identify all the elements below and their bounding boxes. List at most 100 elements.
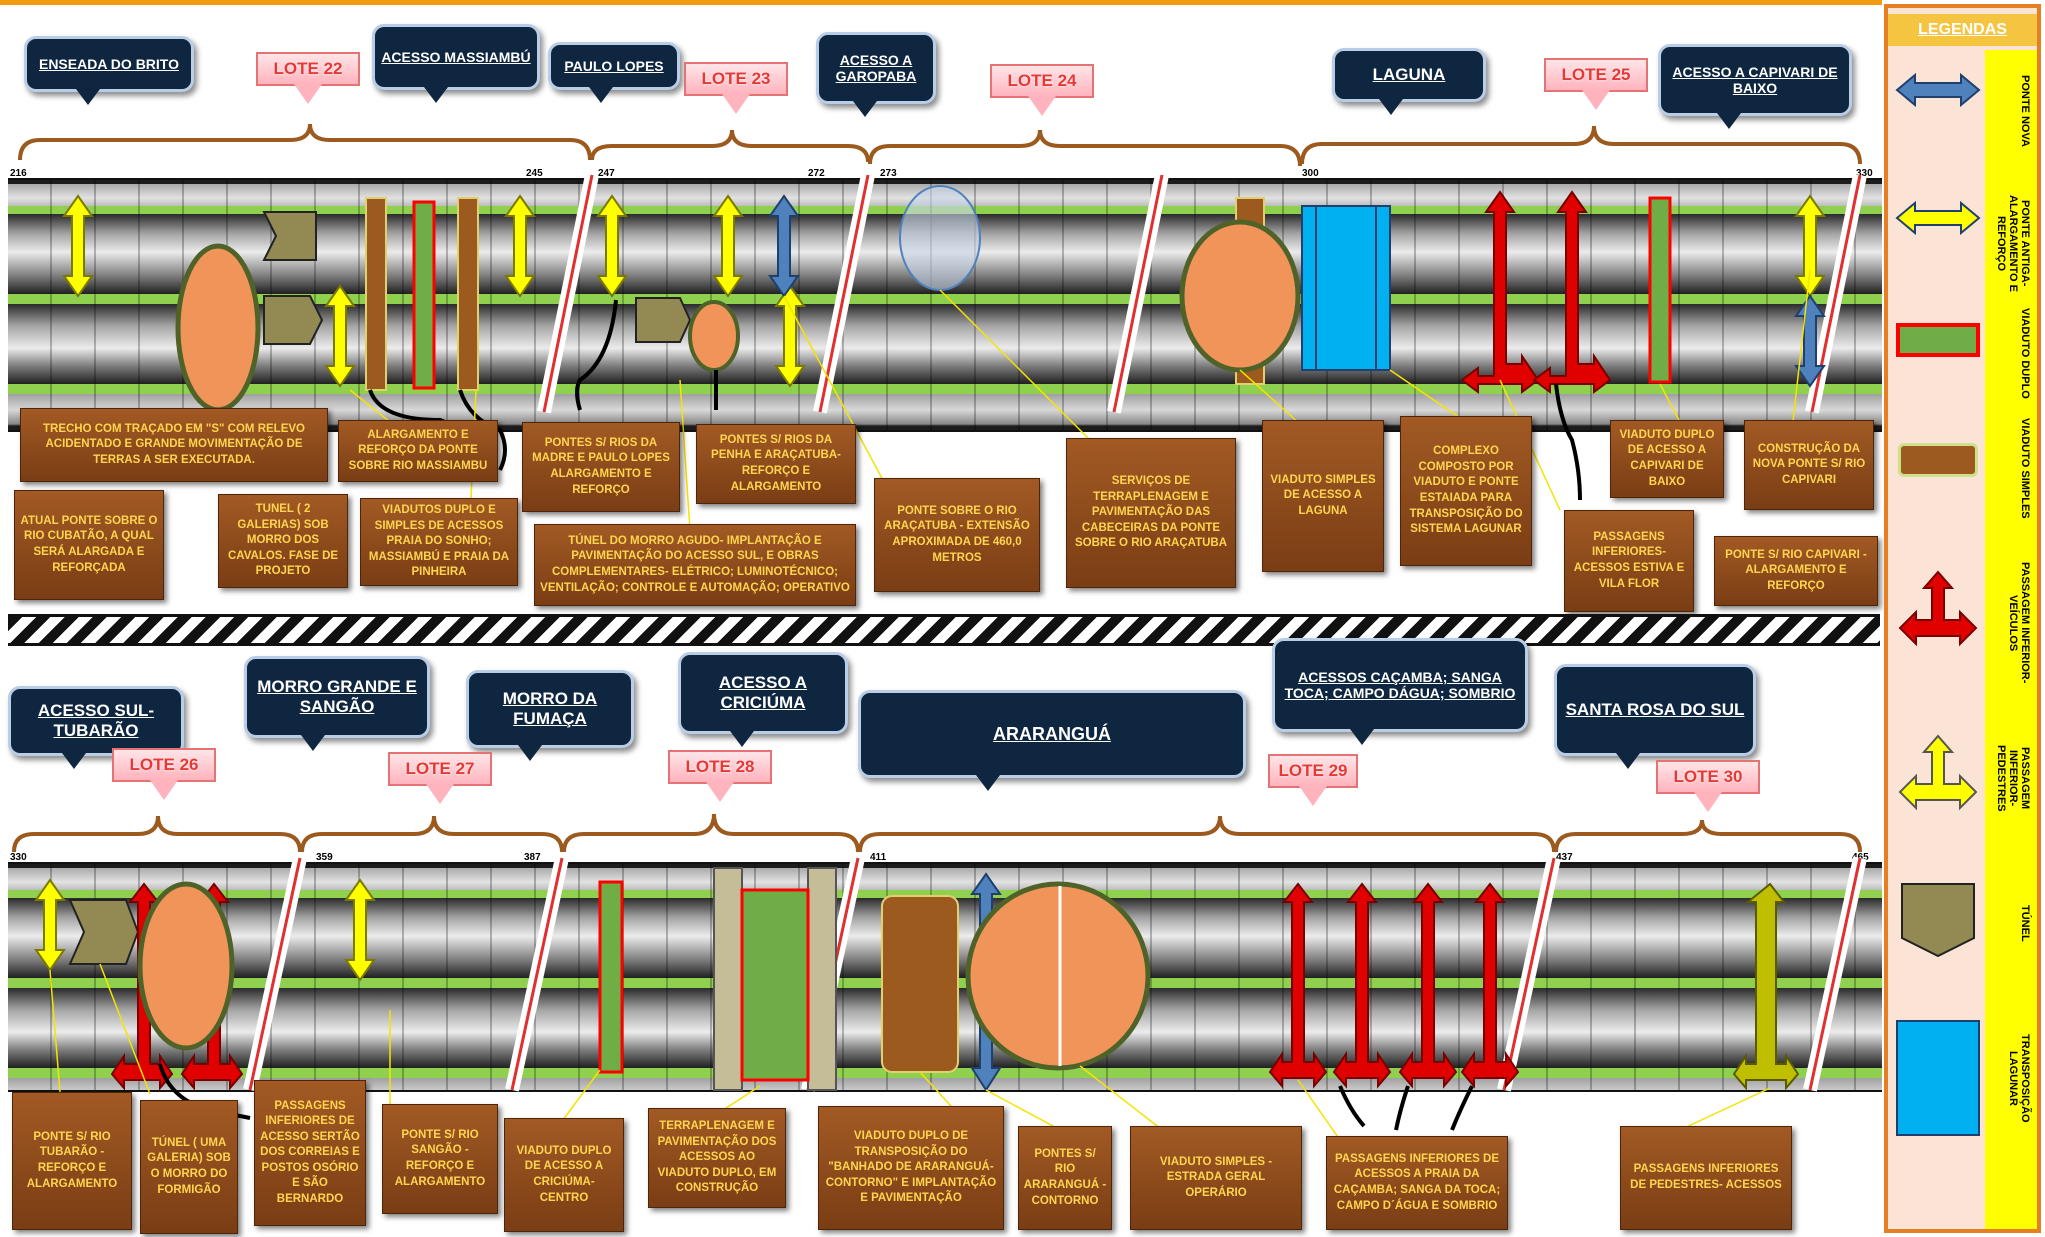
note-access-viaducts: VIADUTOS DUPLO E SIMPLES DE ACESSOS PRAI… — [360, 498, 518, 586]
lote-22: LOTE 22 — [256, 52, 360, 104]
callout-criciuma: ACESSO A CRICIÚMA — [678, 652, 848, 747]
note-formigao-tunnel: TÚNEL ( UMA GALERIA) SOB O MORRO DO FORM… — [140, 1100, 238, 1234]
pointer-arrow — [1554, 383, 1582, 501]
note-capivari-viaduct: VIADUTO DUPLO DE ACESSO A CAPIVARI DE BA… — [1610, 420, 1724, 498]
lote-30-brace — [1554, 819, 1862, 853]
legend-double-viaduct-symbol — [1894, 320, 1982, 360]
note-operario-viaduct: VIADUTO SIMPLES - ESTRADA GERAL OPERÁRIO — [1130, 1126, 1302, 1230]
lote-27: LOTE 27 — [388, 752, 492, 804]
viaduct-double — [412, 200, 436, 390]
note-aracatuba-bridge: PONTE SOBRE O RIO ARAÇATUBA - EXTENSÃO A… — [874, 478, 1040, 592]
note-lagoon-complex: COMPLEXO COMPOSTO POR VIADUTO E PONTE ES… — [1400, 416, 1532, 566]
lote-24: LOTE 24 — [990, 64, 1094, 116]
lote-28-brace — [562, 813, 860, 853]
km-label: 273 — [880, 168, 897, 179]
callout-garopaba: ACESSO A GAROPABA — [816, 32, 936, 117]
note-capivari-bridge-old: PONTE S/ RIO CAPIVARI - ALARGAMENTO E RE… — [1714, 536, 1878, 606]
vehicle-underpass — [1398, 882, 1458, 1089]
note-ararangua-bridges: PONTES S/ RIO ARARANGUÁ - CONTORNO — [1018, 1126, 1112, 1230]
survey-area — [899, 185, 981, 291]
km-label: 330 — [10, 852, 27, 863]
top-overlay — [18, 123, 1867, 531]
callout-tubarao: ACESSO SUL- TUBARÃO — [8, 686, 184, 769]
bottom-overlay — [12, 813, 1867, 1141]
tunnel-shape — [635, 297, 692, 343]
viaduct-simple — [457, 197, 479, 391]
km-label: 272 — [808, 168, 825, 179]
note-headland-works: SERVIÇOS DE TERRAPLENAGEM E PAVIMENTAÇÃO… — [1066, 438, 1236, 588]
callout-paulo-lopes: PAULO LOPES — [548, 42, 680, 103]
note-morro-cavalos-tunnel: TUNEL ( 2 GALERIAS) SOB MORRO DOS CAVALO… — [218, 494, 348, 588]
tunnel-shape — [68, 899, 140, 965]
lote-25-brace — [1300, 125, 1862, 165]
lote-25: LOTE 25 — [1544, 58, 1648, 110]
note-new-capivari-bridge: CONSTRUÇÃO DA NOVA PONTE S/ RIO CAPIVARI — [1744, 420, 1874, 510]
viaduct-double — [598, 880, 624, 1074]
earthworks-area — [1179, 219, 1301, 373]
old-bridge-arrow — [712, 194, 744, 298]
note-laguna-viaduct: VIADUTO SIMPLES DE ACESSO A LAGUNA — [1262, 420, 1384, 572]
lote-23-brace — [590, 129, 870, 163]
viaduct-double — [1648, 196, 1672, 384]
lote-29: LOTE 29 — [1268, 754, 1358, 806]
section-break — [248, 857, 302, 1091]
new-bridge-arrow — [768, 194, 800, 298]
viaduct-simple — [365, 197, 387, 391]
lote-23: LOTE 23 — [684, 62, 788, 114]
km-label: 387 — [524, 852, 541, 863]
callout-cacamba: ACESSOS CAÇAMBA; SANGA TOCA; CAMPO DÁGUA… — [1272, 638, 1528, 745]
section-break — [1808, 857, 1862, 1091]
pointer-arrow — [1394, 1085, 1410, 1131]
lote-22-brace — [18, 123, 592, 161]
old-bridge-arrow — [596, 194, 628, 298]
earthworks-area — [137, 881, 235, 1051]
vehicle-underpass — [1460, 190, 1540, 394]
earthworks-area — [688, 300, 740, 372]
old-bridge-arrow — [34, 878, 66, 972]
callout-enseada: ENSEADA DO BRITO — [24, 36, 194, 105]
legend-tunnel-symbol — [1894, 880, 1982, 960]
callout-morro-grande: MORRO GRANDE E SANGÃO — [244, 656, 430, 751]
old-bridge-arrow — [62, 194, 94, 298]
lote-29-brace — [858, 815, 1556, 853]
legend-lagoon-crossing-symbol — [1894, 1018, 1982, 1138]
viaduct-simple — [881, 895, 959, 1073]
legend-label-strip — [1985, 50, 2037, 1229]
old-bridge-arrow — [324, 284, 356, 388]
callout-laguna: LAGUNA — [1332, 48, 1486, 115]
vehicle-underpass — [1532, 190, 1612, 394]
legend-vehicle-underpass-symbol — [1894, 568, 1982, 648]
earthworks-strip — [713, 867, 743, 1091]
earthworks-area — [175, 243, 261, 413]
km-label: 359 — [316, 852, 333, 863]
note-tubarao-bridge: PONTE S/ RIO TUBARÃO - REFORÇO E ALARGAM… — [12, 1092, 132, 1230]
legend-old-bridge-symbol — [1894, 198, 1982, 238]
legend-label-simple-viaduct: VIADUTO SIMPLES — [2019, 417, 2031, 519]
lote-30: LOTE 30 — [1656, 760, 1760, 812]
km-label: 247 — [598, 168, 615, 179]
pointer-arrow — [575, 299, 618, 411]
vehicle-underpass — [1332, 882, 1392, 1089]
km-label: 411 — [870, 852, 887, 863]
legend-label-pedestrian-underpass: PASSAGEM INFERIOR- PEDESTRES — [1994, 744, 2031, 812]
section-divider — [8, 614, 1880, 646]
section-break — [510, 857, 564, 1091]
km-label: 437 — [1556, 852, 1573, 863]
callout-fumaca: MORRO DA FUMAÇA — [466, 670, 634, 761]
tunnel-shape — [262, 211, 317, 261]
legend-pedestrian-underpass-symbol — [1894, 732, 1982, 812]
callout-capivari: ACESSO A CAPIVARI DE BAIXO — [1658, 44, 1852, 129]
km-label: 300 — [1302, 168, 1319, 179]
callout-massiambu: ACESSO MASSIAMBÚ — [372, 24, 540, 103]
note-cacamba-underpasses: PASSAGENS INFERIORES DE ACESSOS A PRAIA … — [1326, 1136, 1508, 1230]
lote-26: LOTE 26 — [112, 748, 216, 800]
viaduct-double — [740, 888, 810, 1082]
legend-panel: LEGENDAS PONTE NOVA PONTE ANTIGA- ALARGA… — [1884, 4, 2041, 1233]
vehicle-underpass — [1268, 882, 1328, 1089]
legend-label-tunnel: TÚNEL — [2019, 904, 2031, 942]
pointer-arrow — [1450, 1085, 1474, 1131]
km-label: 245 — [526, 168, 543, 179]
legend-new-bridge-symbol — [1894, 70, 1982, 110]
note-madre-paulo-lopes: PONTES S/ RIOS DA MADRE E PAULO LOPES AL… — [522, 422, 680, 512]
